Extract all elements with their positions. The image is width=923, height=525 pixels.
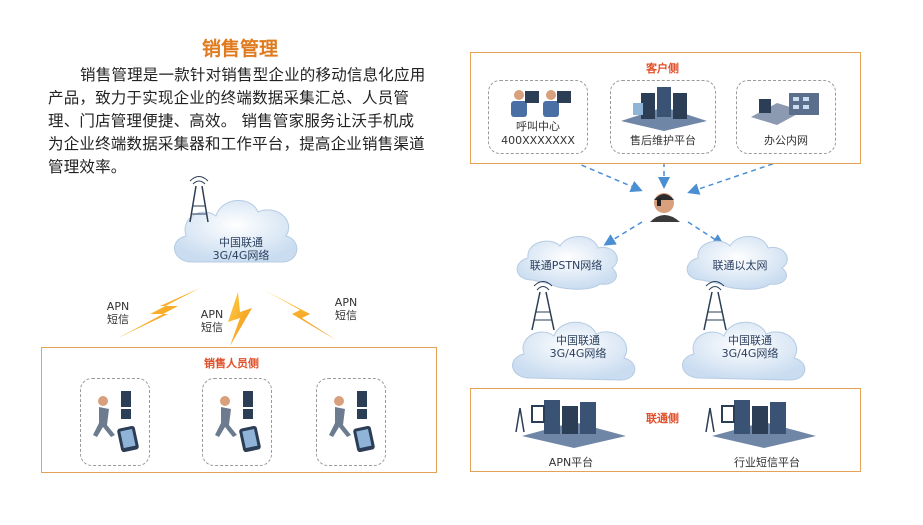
link-3-line2: 短信 xyxy=(335,309,357,322)
call-center-icon xyxy=(511,90,571,117)
sales-staff-icon-3 xyxy=(329,391,375,453)
after-sales-platform-card xyxy=(610,80,716,154)
page-title: 销售管理 xyxy=(201,38,278,60)
link-2-line1: APN xyxy=(200,308,224,321)
lightning-bolt-icon-1 xyxy=(118,288,200,338)
apn-platform-label: APN平台 xyxy=(548,456,594,469)
call-center-label: 呼叫中心 xyxy=(516,120,560,133)
right-network-left-line2: 3G/4G网络 xyxy=(549,347,607,360)
lightning-bolt-icon-2 xyxy=(228,292,252,346)
right-network-right-line1: 中国联通 xyxy=(728,334,772,347)
office-intranet-label: 办公内网 xyxy=(764,134,808,147)
right-network-cloud-left-icon xyxy=(512,321,636,381)
after-sales-platform-label: 售后维护平台 xyxy=(630,134,696,147)
left-network-line2: 3G/4G网络 xyxy=(212,249,270,262)
right-network-left-line1: 中国联通 xyxy=(556,334,600,347)
lightning-bolt-icon-3 xyxy=(264,290,336,340)
customer-side-panel-label: 客户侧 xyxy=(646,62,679,75)
link-1-line2: 短信 xyxy=(107,313,129,326)
right-tower-left-icon xyxy=(531,281,555,331)
sales-staff-card-3 xyxy=(316,378,386,466)
left-network-cloud-icon xyxy=(174,200,298,263)
link-2-line2: 短信 xyxy=(201,321,223,334)
sms-platform-icon xyxy=(705,400,816,448)
link-3-line1: APN xyxy=(334,296,358,309)
right-tower-right-icon xyxy=(703,281,727,331)
pstn-network-label: 联通PSTN网络 xyxy=(529,259,603,272)
left-tower-icon xyxy=(189,176,209,223)
right-network-cloud-right-icon xyxy=(682,321,806,381)
left-network-line1: 中国联通 xyxy=(219,236,263,249)
apn-platform-icon xyxy=(515,400,626,448)
server-cluster-icon xyxy=(621,87,707,131)
unicom-side-panel-label: 联通侧 xyxy=(646,412,679,425)
office-building-icon xyxy=(751,93,819,125)
sms-platform-label: 行业短信平台 xyxy=(734,456,800,469)
ethernet-network-label: 联通以太网 xyxy=(712,259,768,272)
pstn-cloud-icon xyxy=(516,236,618,290)
sales-staff-card-2 xyxy=(202,378,272,466)
sales-staff-icon-1 xyxy=(93,391,139,453)
sales-staff-panel-label: 销售人员侧 xyxy=(204,357,259,370)
call-center-card xyxy=(488,80,588,154)
sales-staff-card-1 xyxy=(80,378,150,466)
sales-staff-icon-2 xyxy=(215,391,261,453)
unicom-side-panel xyxy=(470,388,861,472)
intro-paragraph: 销售管理是一款针对销售型企业的移动信息化应用产品，致力于实现企业的终端数据采集汇… xyxy=(48,66,426,176)
office-intranet-card xyxy=(736,80,836,154)
call-center-number: 400XXXXXXX xyxy=(501,134,575,147)
link-1-line1: APN xyxy=(106,300,130,313)
ethernet-cloud-icon xyxy=(686,236,788,290)
right-network-right-line2: 3G/4G网络 xyxy=(721,347,779,360)
customer-to-operator-arrows xyxy=(564,157,791,246)
operator-avatar-icon xyxy=(650,193,680,222)
